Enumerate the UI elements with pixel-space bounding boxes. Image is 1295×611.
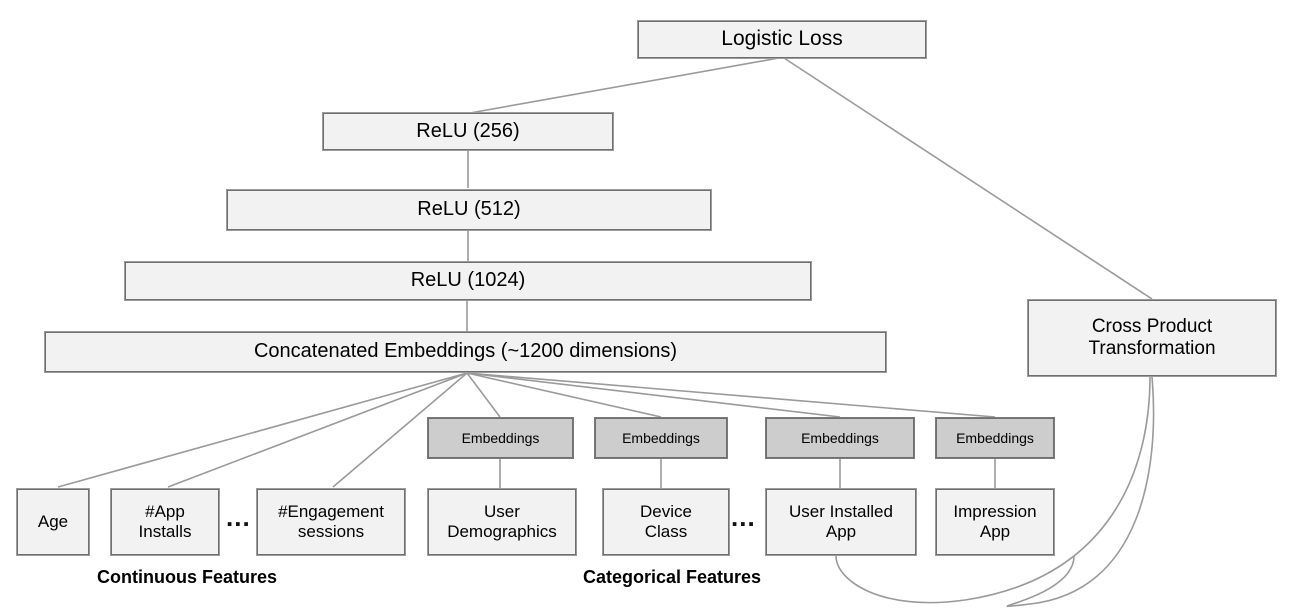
node-relu-512-label: ReLU (512): [417, 198, 521, 221]
node-feature-age[interactable]: Age: [16, 488, 90, 556]
edge-loss-to-relu256: [469, 57, 780, 114]
node-embeddings-3-label: Embeddings: [801, 429, 879, 446]
node-feature-user-demographics-label: User Demographics: [447, 501, 557, 541]
node-relu-256-label: ReLU (256): [416, 119, 520, 142]
node-feature-impression-app-label: Impression App: [953, 501, 1037, 541]
node-feature-impression-app[interactable]: Impression App: [935, 488, 1055, 556]
node-feature-app-installs-label: #App Installs: [138, 501, 192, 541]
node-concatenated-embeddings[interactable]: Concatenated Embeddings (~1200 dimension…: [44, 331, 887, 373]
edge-concat-to-emb2: [466, 372, 662, 418]
edge-loss-to-crossproduct: [783, 57, 1153, 300]
node-embeddings-1-label: Embeddings: [461, 429, 540, 446]
node-cross-product-transformation[interactable]: Cross Product Transformation: [1027, 299, 1277, 377]
edge-concat-to-emb4: [466, 372, 996, 418]
node-feature-engagement-sessions-label: #Engagement sessions: [278, 501, 384, 541]
ellipsis-continuous: ...: [226, 502, 251, 532]
node-concatenated-embeddings-label: Concatenated Embeddings (~1200 dimension…: [253, 340, 678, 363]
edge-concat-to-age: [57, 372, 468, 488]
ellipsis-categorical: ...: [731, 502, 756, 532]
node-feature-engagement-sessions[interactable]: #Engagement sessions: [256, 488, 406, 556]
node-feature-app-installs[interactable]: #App Installs: [110, 488, 220, 556]
node-feature-user-installed-app-label: User Installed App: [789, 501, 893, 541]
node-embeddings-1[interactable]: Embeddings: [427, 417, 574, 459]
node-embeddings-2-label: Embeddings: [622, 429, 700, 446]
node-embeddings-4[interactable]: Embeddings: [935, 417, 1055, 459]
node-relu-1024[interactable]: ReLU (1024): [124, 261, 812, 301]
group-label-categorical-features: Categorical Features: [583, 567, 762, 587]
edge-concat-to-appinstalls: [167, 372, 468, 488]
node-relu-1024-label: ReLU (1024): [410, 269, 526, 292]
node-feature-age-label: Age: [37, 511, 69, 531]
node-logistic-loss-label: Logistic Loss: [721, 27, 843, 51]
node-cross-product-transformation-label: Cross Product Transformation: [1088, 315, 1216, 359]
node-logistic-loss[interactable]: Logistic Loss: [637, 20, 927, 59]
node-relu-512[interactable]: ReLU (512): [226, 189, 712, 231]
node-embeddings-4-label: Embeddings: [956, 429, 1034, 446]
node-feature-device-class[interactable]: Device Class: [602, 488, 730, 556]
edge-concat-to-emb1: [466, 372, 501, 418]
node-feature-user-demographics[interactable]: User Demographics: [427, 488, 577, 556]
node-feature-user-installed-app[interactable]: User Installed App: [765, 488, 917, 556]
group-label-continuous-features: Continuous Features: [97, 567, 278, 587]
node-embeddings-2[interactable]: Embeddings: [594, 417, 728, 459]
node-embeddings-3[interactable]: Embeddings: [765, 417, 915, 459]
edge-concat-to-emb3: [466, 372, 841, 418]
node-relu-256[interactable]: ReLU (256): [322, 112, 614, 151]
node-feature-device-class-label: Device Class: [640, 501, 692, 541]
